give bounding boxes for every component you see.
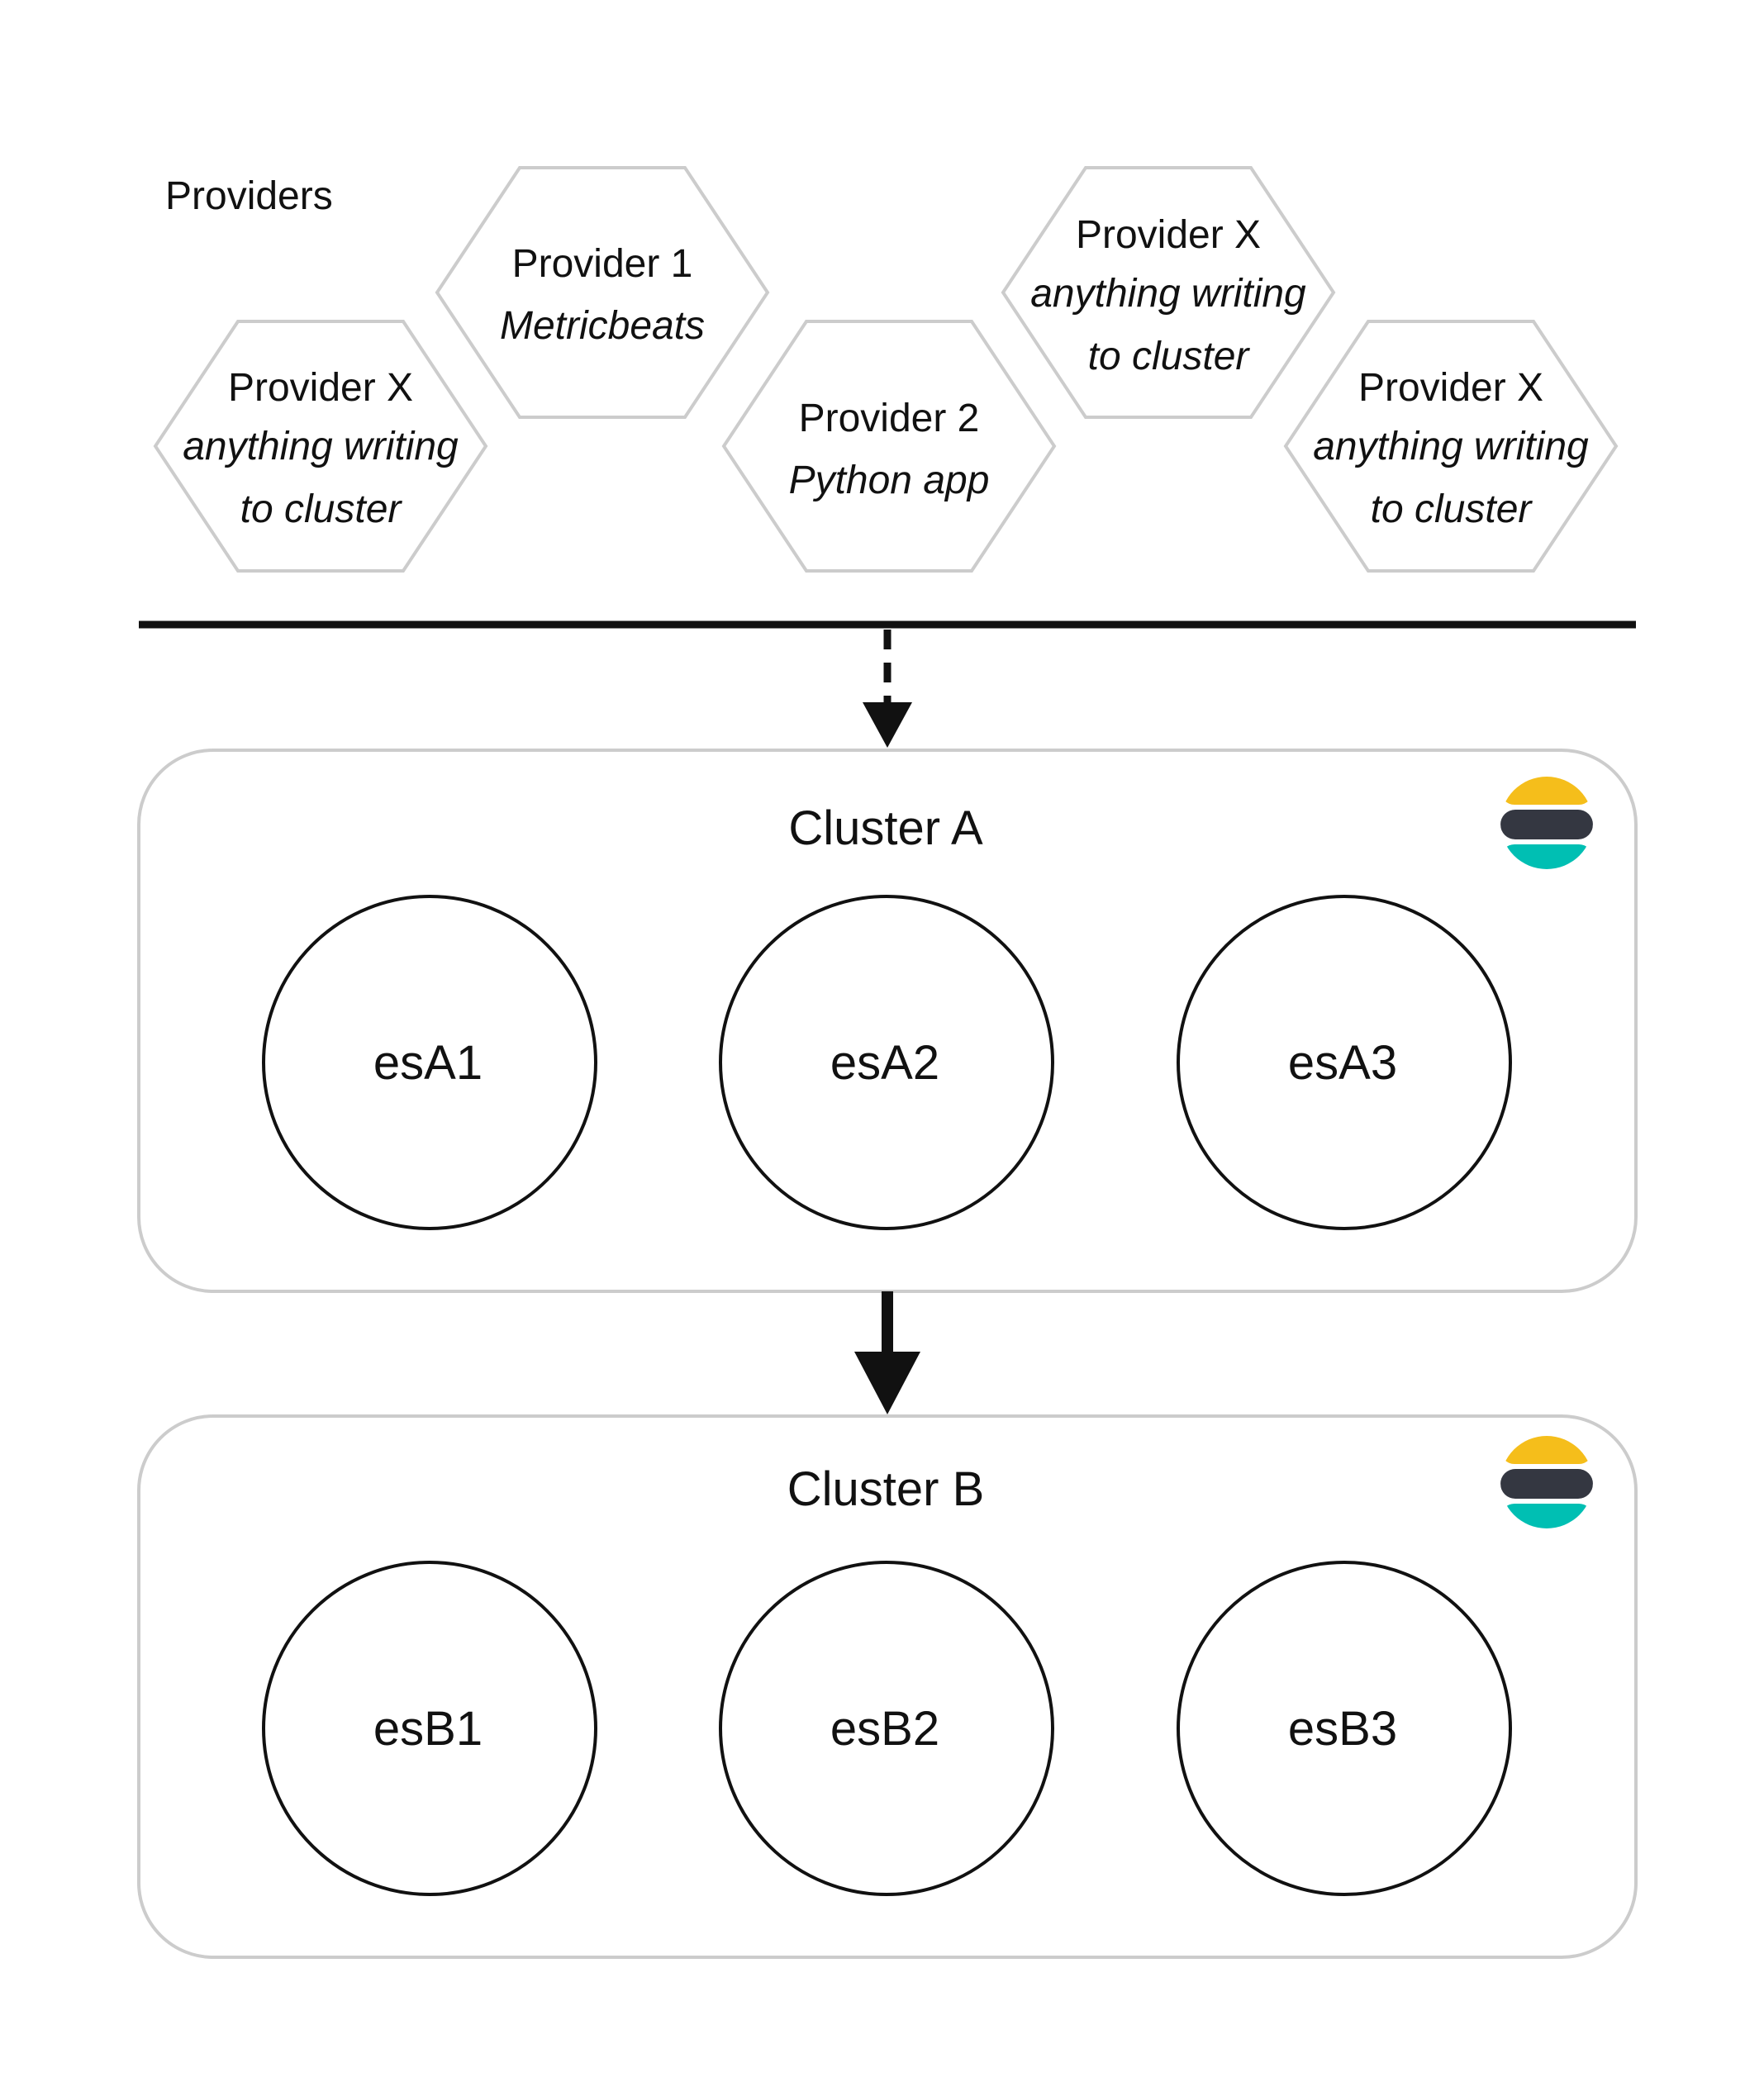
node-esB1: esB1 (262, 1561, 597, 1896)
cluster-a-title: Cluster A (788, 801, 983, 855)
provider-subtitle: to cluster (1371, 487, 1533, 531)
provider-title: Provider 1 (512, 242, 693, 286)
node-esB2: esB2 (719, 1561, 1054, 1896)
node-esA1: esA1 (262, 895, 597, 1230)
provider-subtitle: anything writing (1030, 272, 1306, 316)
node-label: esB1 (373, 1702, 483, 1756)
provider-hexagon-1: Provider 1 Metricbeats (435, 166, 770, 419)
provider-subtitle: to cluster (1088, 335, 1251, 378)
cluster-a: Cluster A esA1 esA2 esA3 (137, 749, 1638, 1293)
node-label: esA1 (373, 1036, 483, 1090)
dashed-arrow-to-cluster-a (863, 630, 912, 748)
node-label: esA2 (830, 1036, 939, 1090)
provider-subtitle: Metricbeats (500, 304, 705, 348)
provider-subtitle: to cluster (240, 487, 403, 531)
provider-title: Provider X (1358, 366, 1543, 410)
provider-hexagon-5: Provider X anything writing to cluster (1283, 320, 1619, 573)
replication-arrow-a-to-b (854, 1291, 920, 1414)
node-esB3: esB3 (1177, 1561, 1512, 1896)
node-label: esA3 (1288, 1036, 1397, 1090)
provider-hexagon-3: Provider 2 Python app (721, 320, 1057, 573)
providers-label: Providers (165, 174, 333, 218)
provider-hexagon-2: Provider X anything writing to cluster (153, 320, 488, 573)
cluster-b: Cluster B esB1 esB2 esB3 (137, 1414, 1638, 1959)
node-label: esB2 (830, 1702, 939, 1756)
provider-title: Provider 2 (799, 397, 980, 440)
provider-title: Provider X (1076, 213, 1261, 257)
provider-subtitle: anything writing (183, 425, 459, 468)
provider-subtitle: anything writing (1313, 425, 1589, 468)
elasticsearch-logo-icon (1500, 1436, 1593, 1528)
provider-title: Provider X (228, 366, 413, 410)
node-esA3: esA3 (1177, 895, 1512, 1230)
node-label: esB3 (1288, 1702, 1397, 1756)
provider-subtitle: Python app (789, 459, 990, 502)
node-esA2: esA2 (719, 895, 1054, 1230)
provider-hexagon-4: Provider X anything writing to cluster (1001, 166, 1336, 419)
cluster-b-title: Cluster B (787, 1462, 985, 1516)
